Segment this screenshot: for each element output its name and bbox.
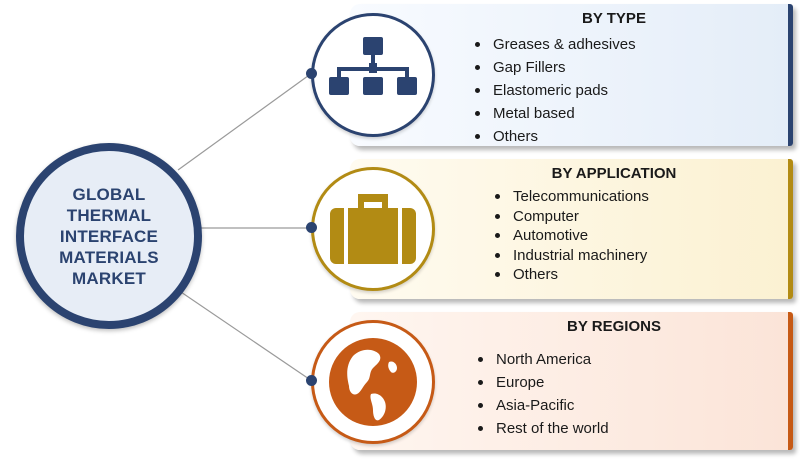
list-item: Computer xyxy=(495,207,649,227)
globe-icon xyxy=(329,338,417,426)
type-connector-dot xyxy=(306,68,317,79)
list-item: Automotive xyxy=(495,226,649,246)
type-list: Greases & adhesives Gap Fillers Elastome… xyxy=(475,33,636,148)
list-item: North America xyxy=(478,348,609,371)
application-list: Telecommunications Computer Automotive I… xyxy=(495,187,649,285)
list-item: Gap Fillers xyxy=(475,56,636,79)
hub-title: GLOBAL THERMAL INTERFACE MATERIALS MARKE… xyxy=(59,184,159,288)
list-item: Others xyxy=(475,125,636,148)
hierarchy-icon xyxy=(329,37,417,95)
regions-connector-dot xyxy=(306,375,317,386)
list-item: Industrial machinery xyxy=(495,246,649,266)
briefcase-icon xyxy=(330,194,416,264)
panel-heading-regions: BY REGIONS xyxy=(567,318,661,335)
regions-icon-circle xyxy=(311,320,435,444)
connector-regions xyxy=(177,289,313,382)
connector-type xyxy=(177,72,313,171)
application-connector-dot xyxy=(306,222,317,233)
panel-heading-application: BY APPLICATION xyxy=(551,165,677,182)
list-item: Elastomeric pads xyxy=(475,79,636,102)
list-item: Telecommunications xyxy=(495,187,649,207)
list-item: Metal based xyxy=(475,102,636,125)
type-icon-circle xyxy=(311,13,435,137)
panel-by-application: BY APPLICATION Telecommunications Comput… xyxy=(350,159,793,299)
panel-heading-type: BY TYPE xyxy=(582,10,646,27)
list-item: Others xyxy=(495,265,649,285)
list-item: Greases & adhesives xyxy=(475,33,636,56)
application-icon-circle xyxy=(311,167,435,291)
market-hub-circle: GLOBAL THERMAL INTERFACE MATERIALS MARKE… xyxy=(16,143,202,329)
list-item: Europe xyxy=(478,371,609,394)
regions-list: North America Europe Asia-Pacific Rest o… xyxy=(478,348,609,440)
list-item: Rest of the world xyxy=(478,417,609,440)
panel-by-type: BY TYPE Greases & adhesives Gap Fillers … xyxy=(350,4,793,146)
list-item: Asia-Pacific xyxy=(478,394,609,417)
